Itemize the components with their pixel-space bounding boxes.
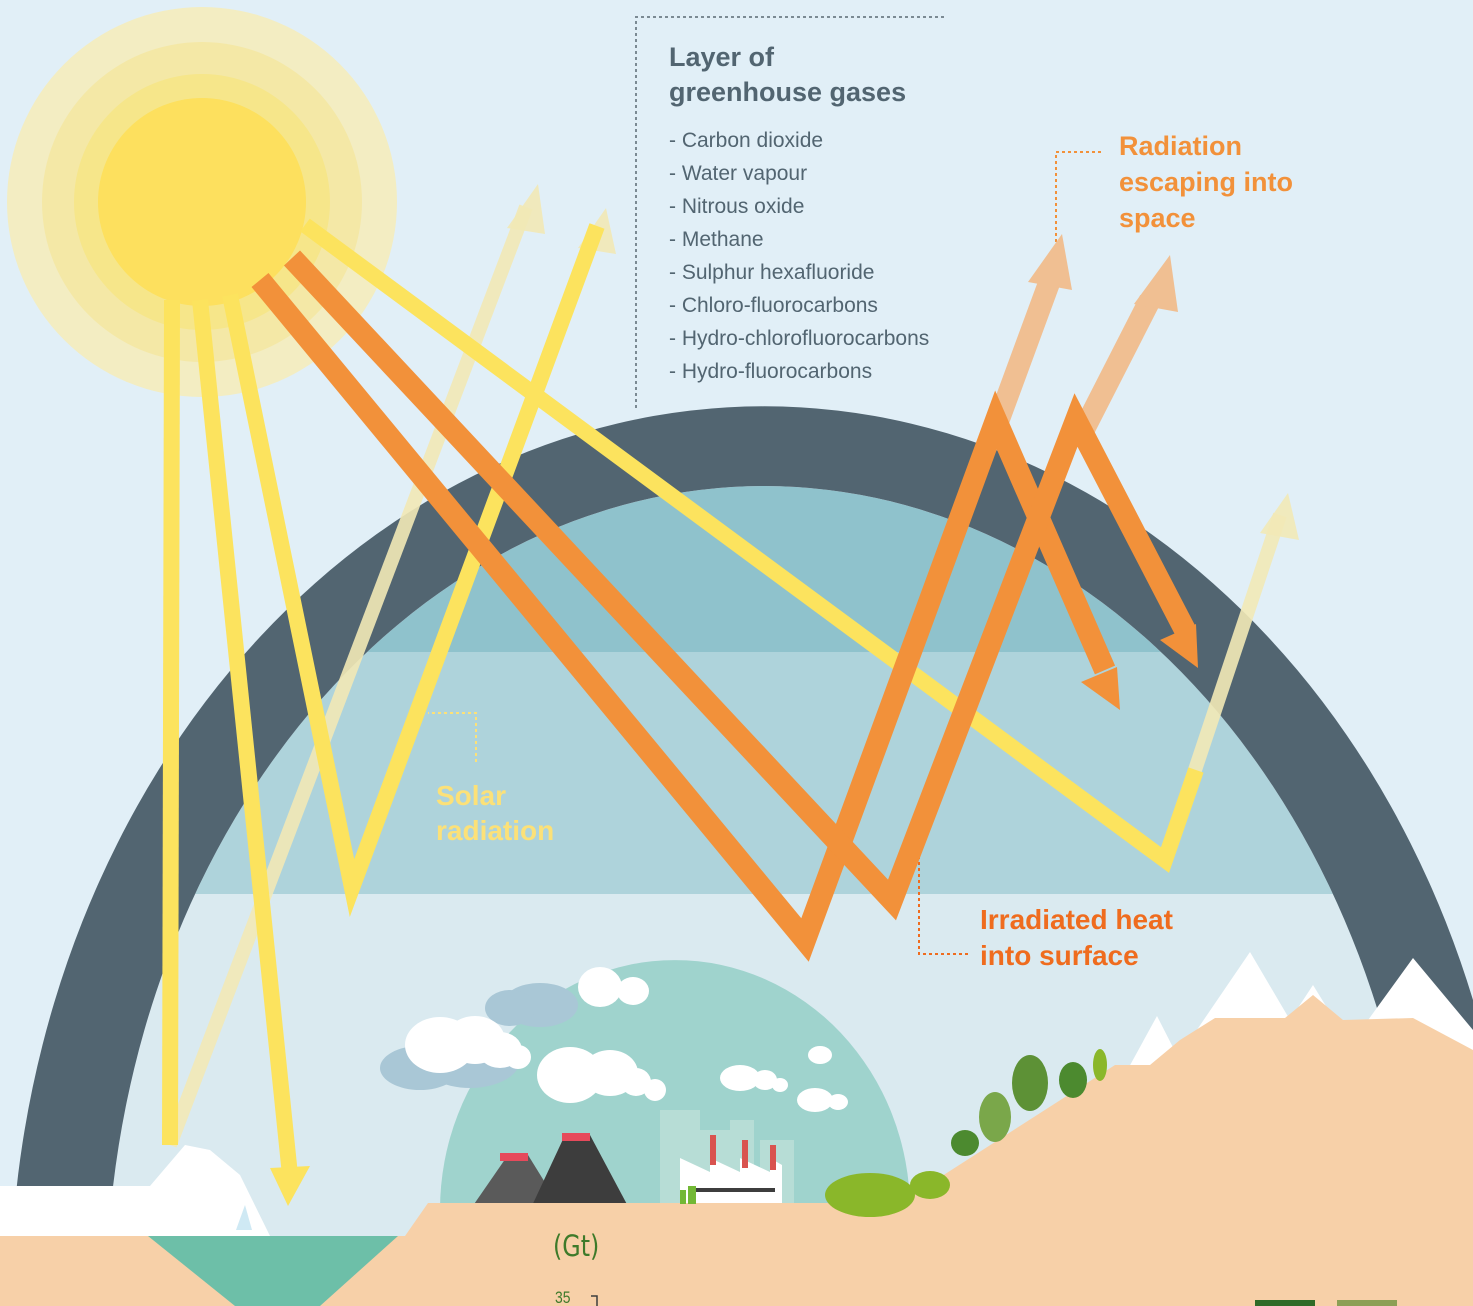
cloud-icon bbox=[405, 967, 848, 1112]
greenhouse-gas-list: - Carbon dioxide - Water vapour - Nitrou… bbox=[669, 124, 929, 388]
sun-icon bbox=[7, 7, 397, 397]
gas-list-item: - Carbon dioxide bbox=[669, 129, 824, 152]
greenhouse-layer-title: Layer of greenhouse gases bbox=[669, 40, 906, 110]
irradiated-heat-label: Irradiated heat into surface bbox=[980, 902, 1173, 974]
volcano-icon bbox=[470, 1133, 630, 1210]
chart-tick-label: 35 bbox=[555, 1288, 571, 1306]
gas-list-item: - Methane bbox=[669, 228, 764, 251]
solar-radiation-line: Solar bbox=[436, 780, 507, 811]
gas-list-item: - Water vapour bbox=[669, 162, 808, 185]
solar-radiation-arrows bbox=[162, 218, 1204, 1176]
gas-list-item: - Nitrous oxide bbox=[669, 195, 805, 218]
factory-icon bbox=[680, 1135, 782, 1205]
gas-list-item: - Chloro-fluorocarbons bbox=[669, 294, 878, 317]
radiation-escaping-line: Radiation bbox=[1119, 131, 1243, 161]
radiation-escaping-line: escaping into bbox=[1119, 167, 1294, 197]
solar-radiation-label: Solar radiation bbox=[436, 778, 554, 848]
chart-unit-label: (Gt) bbox=[553, 1229, 600, 1263]
tree-icon bbox=[680, 1049, 1107, 1217]
greenhouse-layer-title-line2: greenhouse gases bbox=[669, 77, 907, 107]
irradiated-heat-line: into surface bbox=[980, 940, 1139, 971]
radiation-escaping-label: Radiation escaping into space bbox=[1119, 128, 1293, 236]
gas-list-item: - Hydro-chlorofluorocarbons bbox=[669, 327, 930, 350]
irradiated-heat-line: Irradiated heat bbox=[980, 904, 1173, 935]
irradiated-heat-arrows bbox=[251, 250, 1195, 962]
radiation-escaping-line: space bbox=[1119, 203, 1196, 233]
gas-list-item: - Sulphur hexafluoride bbox=[669, 261, 875, 284]
solar-radiation-line: radiation bbox=[436, 815, 555, 846]
greenhouse-layer-title-line1: Layer of bbox=[669, 42, 775, 72]
callout-lines bbox=[428, 16, 1104, 955]
gas-list-item: - Hydro-fluorocarbons bbox=[669, 360, 873, 383]
chart-fragment bbox=[591, 1295, 1397, 1306]
greenhouse-gas-layer-band bbox=[10, 406, 1473, 1306]
iceberg-icon bbox=[0, 1145, 398, 1306]
